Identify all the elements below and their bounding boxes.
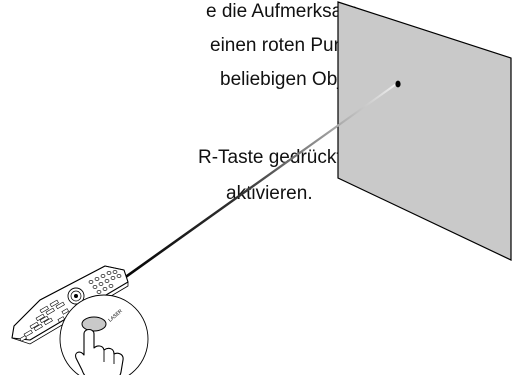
- projection-screen: [337, 1, 512, 261]
- remote-control: [11, 265, 129, 345]
- laser-button: [81, 316, 107, 332]
- text-line-2: einen roten Punkt: [210, 35, 359, 56]
- text-line-3: beliebigen Objekt: [220, 69, 367, 90]
- laser-dot: [395, 80, 401, 88]
- laser-beam: [112, 83, 398, 285]
- text-line-5: aktivieren.: [226, 183, 313, 204]
- text-line-4: R-Taste gedrückt,: [198, 147, 347, 168]
- laser-button-callout: LASER: [59, 294, 149, 375]
- hand-icon: [75, 328, 124, 375]
- instruction-text: e die Aufmerksam- einen roten Punkt beli…: [0, 0, 367, 220]
- text-line-1: e die Aufmerksam-: [206, 1, 365, 22]
